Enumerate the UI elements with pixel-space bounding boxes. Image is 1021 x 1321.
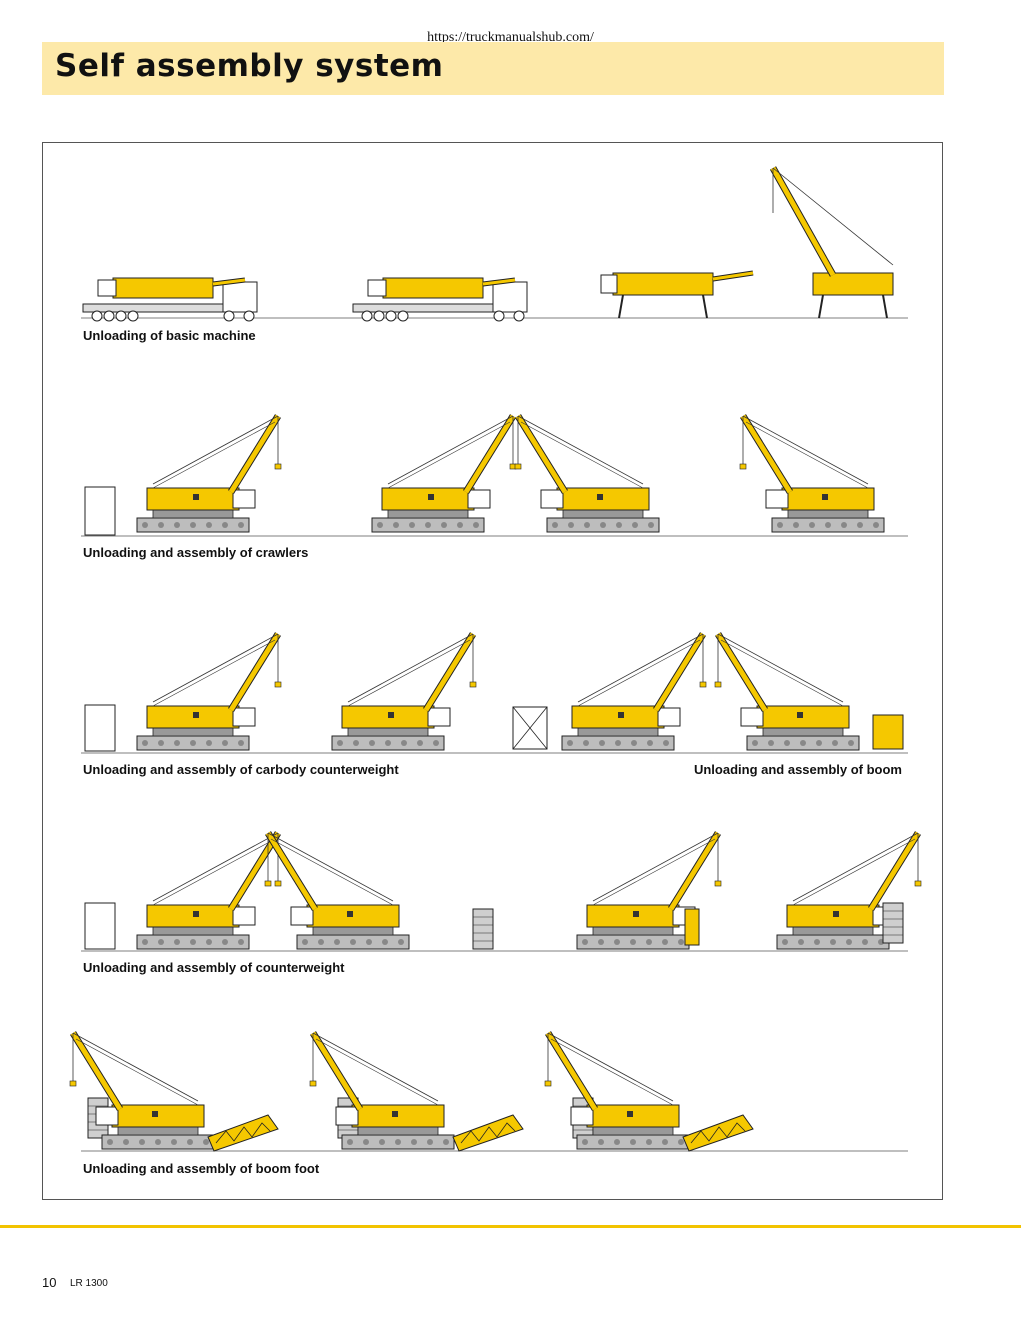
row-carbody-boom-figures [81, 634, 908, 753]
caption-boom-foot: Unloading and assembly of boom foot [83, 1161, 320, 1176]
assembly-illustrations [43, 166, 944, 1201]
caption-counterweight: Unloading and assembly of counterweight [83, 960, 345, 975]
row-basic-machine-figures [81, 166, 908, 321]
row-boom-foot-figures [70, 1033, 908, 1151]
source-url: https://truckmanualshub.com/ [427, 30, 594, 45]
illustration-frame: Unloading of basic machine Unloading and… [42, 142, 943, 1200]
row-crawlers-figures [81, 416, 908, 537]
caption-basic-machine: Unloading of basic machine [83, 328, 256, 343]
footer-rule [0, 1225, 1021, 1228]
caption-carbody-counterweight: Unloading and assembly of carbody counte… [83, 762, 399, 777]
title-band: Self assembly system [42, 42, 944, 95]
caption-boom: Unloading and assembly of boom [693, 762, 902, 777]
page-number: 10 [42, 1275, 57, 1290]
page-title: Self assembly system [55, 48, 444, 84]
caption-crawlers: Unloading and assembly of crawlers [83, 545, 309, 560]
row-counterweight-figures [81, 833, 921, 951]
model-name: LR 1300 [70, 1278, 108, 1289]
